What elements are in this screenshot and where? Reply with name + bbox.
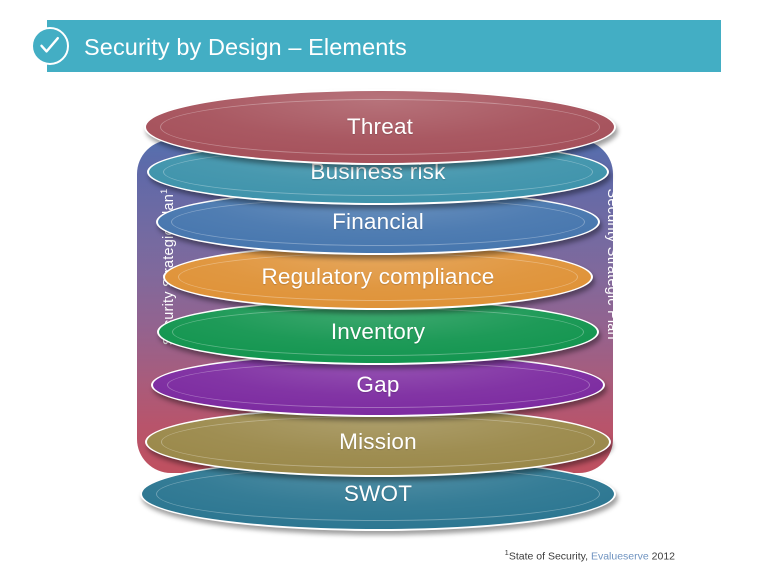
disc-threat[interactable]: Threat — [144, 89, 616, 165]
footnote: 1State of Security, Evalueserve 2012 — [505, 548, 675, 563]
disc-label: Financial — [332, 209, 424, 234]
disc-mission[interactable]: Mission — [145, 407, 611, 477]
footnote-text-after: 2012 — [648, 550, 675, 562]
disc-label: SWOT — [343, 481, 413, 506]
footnote-brand: Evalueserve — [590, 550, 649, 562]
side-label-right-superscript: 1 — [610, 339, 622, 346]
side-label-left-superscript: 1 — [159, 188, 171, 195]
check-circle-icon — [31, 27, 69, 65]
disc-label: Gap — [356, 372, 400, 397]
disc-label: Mission — [339, 429, 417, 454]
side-label-right-text: Security Strategic Plan — [604, 188, 621, 340]
disc-label: Regulatory compliance — [261, 264, 495, 289]
footnote-text-before: State of Security, — [508, 550, 591, 562]
footnote-superscript: 1 — [504, 547, 509, 557]
page-title: Security by Design – Elements — [84, 34, 407, 60]
disc-regulatory-compliance[interactable]: Regulatory compliance — [163, 244, 593, 310]
title-banner — [47, 20, 721, 72]
disc-label: Inventory — [330, 319, 426, 344]
disc-label: Threat — [346, 114, 414, 139]
side-label-right: Security Strategic Plan1 — [604, 172, 622, 362]
disc-gap[interactable]: Gap — [151, 353, 605, 417]
